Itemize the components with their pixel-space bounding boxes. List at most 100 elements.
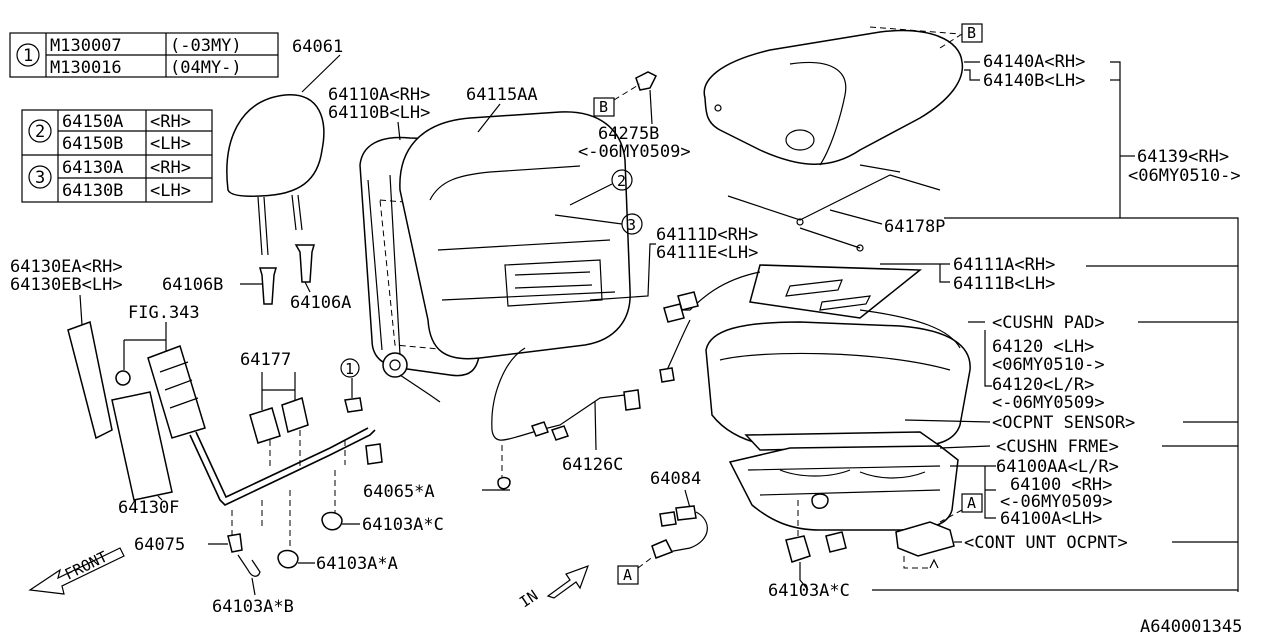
part-64075: 64075 64103A*B [134,533,294,617]
label-64139: 64139<RH> [1137,147,1229,167]
harness-bracket [189,427,383,555]
table-3-callout: 3 [35,168,45,188]
ref-b-1: B [599,98,608,116]
label-64061: 64061 [292,37,343,57]
label-64103a-c-1: 64103A*C [362,515,444,535]
table-3-note: <LH> [150,181,191,201]
table-3-part: 64130B [62,181,123,201]
table-2-part: 64150A [62,112,123,132]
in-direction-arrow: IN [516,564,590,611]
callout-circle [28,119,52,143]
recliner-part: 1 [340,352,441,413]
label-64075: 64075 [134,535,185,555]
table-1-part: M130007 [50,36,122,56]
label-64103a-a: 64103A*A [316,554,398,574]
callout-3: 3 [627,216,636,234]
ref-b-2: B [967,24,976,42]
label-64120-lh: 64120 <LH> [992,337,1094,357]
label-64126c: 64126C [562,455,623,475]
label-64178p: 64178P [884,217,945,237]
label-64140a: 64140A<RH> [983,52,1085,72]
label-64106b: 64106B [162,275,223,295]
label-64120-lh-note: <06MY0510-> [992,355,1105,375]
label-fig343: FIG.343 [128,303,200,323]
occupant-sensor: <OCPNT SENSOR> [744,413,1238,451]
label-64111b: 64111B<LH> [953,274,1055,294]
label-ocpnt-sensor: <OCPNT SENSOR> [992,413,1135,433]
part-64177: 64177 [240,350,309,444]
front-label: FRONT [62,548,110,584]
label-64103a-b: 64103A*B [212,597,294,617]
connector-64084: 64084 A [617,469,708,585]
part-table-1: 1 M130007 (-03MY) M130016 (04MY-) [9,32,279,78]
seat-back-assembly: 64110A<RH> 64110B<LH> 64115AA [328,85,631,377]
heater-pad-64111: 64111A<RH> 64111B<LH> [659,255,1238,383]
table-3-note: <RH> [150,158,191,178]
table-1-part: M130016 [50,58,122,78]
front-direction-arrow: FRONT [28,547,125,595]
part-table-2-3: 2 3 64150A <RH> 64150B <LH> 64130A <RH> … [21,109,213,203]
label-64130eb: 64130EB<LH> [10,275,123,295]
table-2-note: <RH> [150,112,191,132]
table-1-callout: 1 [23,46,33,66]
label-64275b-note: <-06MY0509> [578,142,691,162]
label-64177: 64177 [240,350,291,370]
callout-circle [611,169,633,191]
label-64100-note: <-06MY0509> [1000,492,1113,512]
cushion-pad: <CUSHN PAD> 64120 <LH> <06MY0510-> 64120… [705,309,1238,449]
callout-circle [28,165,52,189]
ref-a-2: A [967,494,976,512]
label-64139-note: <06MY0510-> [1128,166,1241,186]
label-64120-lr-note: <-06MY0509> [992,393,1105,413]
cushion-frame: <CUSHN FRME> 64100AA<L/R> 64100 <RH> <-0… [728,437,1238,531]
headrest-part: 64061 [226,37,343,256]
callout-2: 2 [617,172,626,190]
control-unit-occupant: A <CONT UNT OCPNT> [895,493,1238,569]
lower-bracket-parts: 64103A*C [768,500,1238,601]
label-64106a: 64106A [290,293,351,313]
label-64275b: 64275B [598,124,659,144]
label-64140b: 64140B<LH> [983,71,1085,91]
label-64100a: 64100A<LH> [1000,509,1102,529]
label-64100aa: 64100AA<L/R> [996,457,1119,477]
diagram-id: A640001345 [1140,617,1242,637]
callout-1: 1 [345,360,354,378]
back-callouts: 2 3 [554,169,643,235]
label-64110b: 64110B<LH> [328,103,430,123]
label-cont-unt: <CONT UNT OCPNT> [964,533,1128,553]
wire-64178p: 64178P [727,164,945,252]
label-64111a: 64111A<RH> [953,255,1055,275]
label-64130ea: 64130EA<RH> [10,257,123,277]
label-cushn-frme: <CUSHN FRME> [996,437,1119,457]
harness-64126c: 64065*A 64126C [363,347,641,502]
in-label: IN [516,586,541,611]
label-64130f: 64130F [118,498,179,518]
label-64103a-c-2: 64103A*C [768,581,850,601]
callout-circle [340,358,360,378]
cushion-cover-64140: B 64140A<RH> 64140B<LH> [703,23,1121,218]
label-64115aa: 64115AA [466,85,538,105]
label-group-64111d: 64111D<RH> 64111E<LH> [589,225,758,301]
clip-64275b: B 64275B <-06MY0509> [578,71,691,162]
label-64111d: 64111D<RH> [656,225,758,245]
label-64100: 64100 <RH> [1010,475,1112,495]
table-1-note: (04MY-) [170,58,242,78]
table-1-note: (-03MY) [170,36,242,56]
table-2-note: <LH> [150,134,191,154]
table-2-part: 64150B [62,134,123,154]
nut-parts: 64103A*A 64103A*C [277,511,444,574]
ref-a-1: A [623,566,632,584]
table-2-callout: 2 [35,122,45,142]
label-64084: 64084 [650,469,701,489]
label-group-64139: 64139<RH> <06MY0510-> [944,147,1241,592]
label-64111e: 64111E<LH> [656,243,758,263]
label-64065a: 64065*A [363,482,435,502]
side-airbag-parts: 64130EA<RH> 64130EB<LH> FIG.343 64130F [10,257,206,518]
headrest-guide-parts: 64106B 64106A [162,244,351,313]
table-3-part: 64130A [62,158,123,178]
label-64120-lr: 64120<L/R> [992,375,1094,395]
label-cushn-pad: <CUSHN PAD> [992,313,1105,333]
callout-circle [16,43,40,67]
label-64110a: 64110A<RH> [328,85,430,105]
